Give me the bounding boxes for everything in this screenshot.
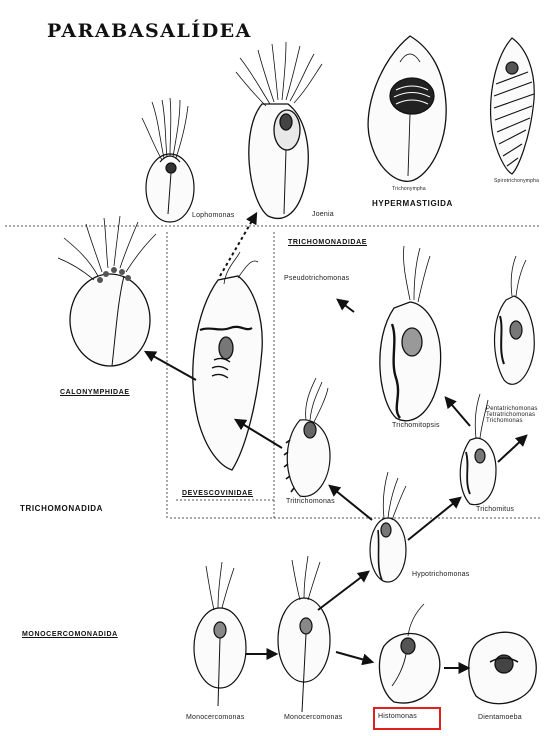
joenia-flagella-icon [236,42,322,106]
organism-hypermastigid-1 [368,36,446,181]
histomonas-highlight-box [373,707,441,730]
organism-histomonas [379,604,439,703]
right-genera-list: Pentatrichomonas Tetratrichomonas Tricho… [486,406,544,424]
arrow-monoc-to-histomonas [336,652,372,662]
arrow-hypo-to-pseudotrichomonas [330,486,372,520]
arrow-monoc-to-hypotrichomonas [318,572,368,610]
label-dientamoeba: Dientamoeba [478,714,522,721]
label-trichomonadida: TRICHOMONADIDA [20,504,103,513]
organism-hypotrichomonas [370,472,406,582]
organism-calonymphidae [58,216,156,366]
label-trichomitus: Trichomitus [476,506,514,513]
arrow-trichomitus-to-trichomitopsis [446,398,470,426]
organism-dientamoeba [469,632,537,704]
organism-monocercomonas-left [194,562,246,706]
arrow-trichomitus-to-right [498,436,526,462]
label-trichomitopsis: Trichomitopsis [392,422,440,429]
organism-joenia [236,42,322,218]
label-pseudotrichomonas: Pseudotrichomonas [284,275,349,282]
label-monocercomonas-left: Monocercomonas [186,714,244,721]
label-hypotrichomonas: Hypotrichomonas [412,571,469,578]
arrow-to-pseudotrichomonas-text [338,300,354,312]
lophomonas-flagella-icon [142,98,188,160]
label-monocercomonadida: MONOCERCOMONADIDA [22,631,118,638]
organism-lophomonas [142,98,194,222]
label-trichomonadidae: TRICHOMONADIDAE [288,239,367,246]
organism-monocercomonas [278,556,330,712]
label-tritrichomonas: Tritrichomonas [286,498,335,505]
organism-right-upper [495,256,535,384]
label-hypermastigid-1: Trichonympha [392,186,426,192]
arrow-devesc-to-calonymphidae [146,352,196,380]
label-joenia: Joenia [312,211,334,218]
organism-pseudotrichomonas [284,378,330,497]
right-genus-3: Trichomonas [486,418,544,424]
label-hypermastigid-2: Spirotrichonympha [494,178,539,184]
label-devescovinidae: DEVESCOVINIDAE [182,490,253,497]
label-monocercomonas: Monocercomonas [284,714,342,721]
organism-devescovinidae [193,252,262,470]
page-title: PARABASALÍDEA [47,20,252,42]
label-hypermastigida: HYPERMASTIGIDA [372,199,453,208]
arrow-hypo-to-trichomitus [408,498,460,540]
label-calonymphidae: CALONYMPHIDAE [60,389,130,396]
label-lophomonas: Lophomonas [192,212,234,219]
arrow-devesc-to-joenia [220,214,256,276]
organism-trichomitopsis [380,246,441,421]
organism-hypermastigid-2 [491,38,535,174]
